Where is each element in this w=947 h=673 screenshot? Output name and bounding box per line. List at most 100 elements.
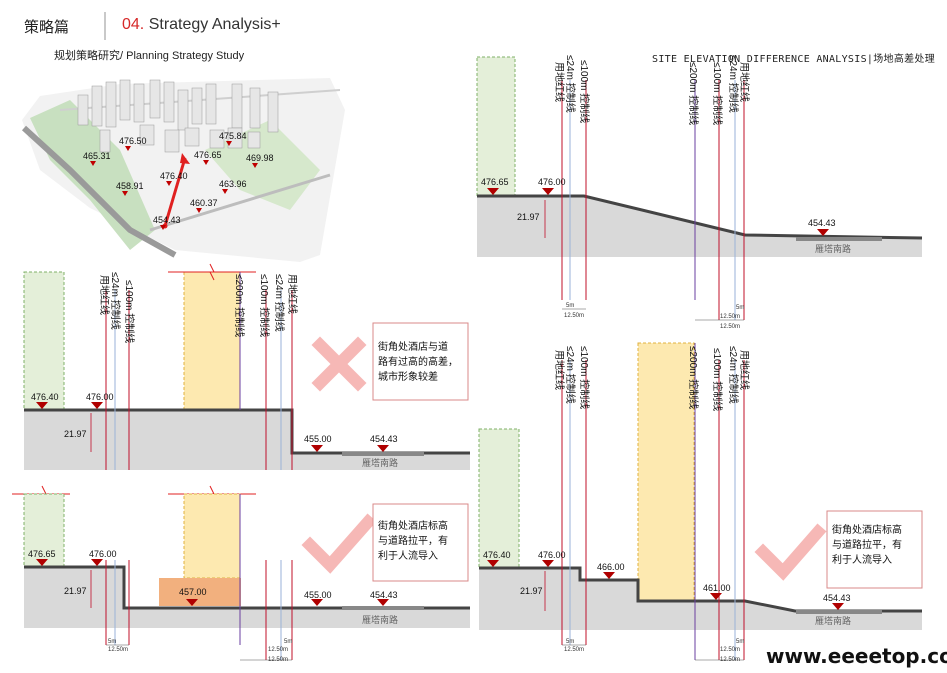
- elev-476-00: 476.00: [86, 392, 114, 402]
- elev-476-00: 476.00: [538, 550, 566, 560]
- elev-454-43: 454.43: [370, 434, 398, 444]
- hotel-podium: [159, 578, 241, 606]
- label-red-line: 用地红线: [553, 62, 566, 102]
- dim-12-5m-right-2: 12.50m: [720, 657, 740, 663]
- site-map: 476.50 465.31 475.84 476.65 469.98 476.4…: [21, 78, 345, 262]
- map-elev-454-43: 454.43: [153, 215, 181, 225]
- ground-profile: [479, 566, 922, 613]
- note-line-3: 城市形象较差: [378, 370, 438, 383]
- hotel-building: [637, 342, 695, 602]
- dim-5m-right: 5m: [736, 305, 744, 311]
- label-100m: ≤100m 控制线: [123, 280, 136, 343]
- map-elev-460-37: 460.37: [190, 198, 218, 208]
- map-elev-463-96: 463.96: [219, 179, 247, 189]
- elev-454-43: 454.43: [823, 593, 851, 603]
- section-top-right: 雁塔南路 用地红线 ≤24m 控制线 ≤100m 控制线 ≤200m 控制线 ≤…: [476, 55, 923, 330]
- map-elev-458-91: 458.91: [116, 181, 144, 191]
- label-200m: ≤200m 控制线: [687, 62, 700, 125]
- height-diff: 21.97: [64, 586, 87, 596]
- road-surface: [796, 237, 882, 241]
- road-label: 雁塔南路: [362, 457, 398, 468]
- title-text: Strategy Analysis+: [144, 16, 281, 33]
- dim-5m-right: 5m: [736, 639, 744, 645]
- ground-mass: [479, 568, 922, 630]
- elev-454-43: 454.43: [808, 218, 836, 228]
- map-elev-476-50: 476.50: [119, 136, 147, 146]
- section-line: [163, 157, 187, 227]
- dim-12-5m-right-2: 12.50m: [268, 657, 288, 663]
- height-diff: 21.97: [520, 586, 543, 596]
- label-100m-right: ≤100m 控制线: [711, 348, 724, 411]
- ground-profile: [24, 565, 470, 610]
- dim-12-5m-right: 12.50m: [720, 314, 740, 320]
- note-box: [372, 322, 469, 401]
- ground-mass: [477, 196, 922, 257]
- section-middle-left: 雁塔南路 用地红线 ≤24m 控制线 ≤100m 控制线 ≤200m 控制线 ≤…: [23, 263, 470, 470]
- map-elev-469-98: 469.98: [246, 153, 274, 163]
- note-line-1: 街角处酒店标高: [832, 523, 902, 536]
- right-section-title: SITE ELEVATION DIFFERENCE ANALYSIS|场地高差处…: [652, 54, 936, 65]
- dim-5m: 5m: [108, 639, 116, 645]
- elev-476-00: 476.00: [89, 549, 117, 559]
- elev-476-40: 476.40: [483, 550, 511, 560]
- label-24m-right: ≤24m 控制线: [273, 274, 286, 332]
- note-line-1: 街角处酒店与道: [378, 340, 448, 353]
- building-tower: [478, 428, 520, 569]
- page-subtitle: 规划策略研究/ Planning Strategy Study: [54, 50, 245, 62]
- dim-12-5m: 12.50m: [564, 647, 584, 653]
- ground-profile: [477, 194, 923, 240]
- label-red-line: 用地红线: [553, 350, 566, 390]
- page-title: 04. Strategy Analysis+: [122, 16, 281, 34]
- label-red-line: 用地红线: [98, 275, 111, 315]
- section-bottom-left: 雁塔南路 476.65 476.00 457.00 455.00 454.43 …: [12, 485, 470, 663]
- ground-mass: [24, 567, 470, 628]
- dim-12-5m: 12.50m: [108, 647, 128, 653]
- elev-454-43: 454.43: [370, 590, 398, 600]
- hotel-building: [183, 271, 241, 411]
- label-100m-right: ≤100m 控制线: [711, 62, 724, 125]
- dim-12-5m-right: 12.50m: [268, 647, 288, 653]
- label-24m: ≤24m 控制线: [564, 55, 577, 113]
- label-100m-right: ≤100m 控制线: [258, 274, 271, 337]
- building-tower: [23, 271, 65, 411]
- note-line-3: 利于人流导入: [378, 549, 438, 562]
- map-elev-476-65: 476.65: [194, 150, 222, 160]
- label-red-line-right: 用地红线: [738, 350, 751, 390]
- note-line-2: 路有过高的高差，: [378, 355, 458, 368]
- label-24m-right: ≤24m 控制线: [727, 346, 740, 404]
- map-elev-476-40: 476.40: [160, 171, 188, 181]
- section-arrow: [180, 153, 190, 164]
- check-icon: [301, 513, 377, 574]
- elev-457-00: 457.00: [179, 587, 207, 597]
- note-line-1: 街角处酒店标高: [378, 519, 448, 532]
- header-divider: [104, 12, 106, 40]
- map-elev-465-31: 465.31: [83, 151, 111, 161]
- dim-12-5m-right-2: 12.50m: [720, 324, 740, 330]
- dim-12-5m-right: 12.50m: [720, 647, 740, 653]
- elev-466-00: 466.00: [597, 562, 625, 572]
- cross-icon: [311, 336, 367, 392]
- note-line-2: 与道路拉平，有: [832, 538, 902, 551]
- check-icon: [754, 523, 827, 581]
- elev-476-65: 476.65: [28, 549, 56, 559]
- map-buildings: [77, 79, 279, 153]
- break-symbol: [209, 263, 215, 281]
- road-diagonal: [21, 125, 177, 258]
- elev-476-00: 476.00: [538, 177, 566, 187]
- note-line-2: 与道路拉平，有: [378, 534, 448, 547]
- watermark: www.eeeetop.com: [766, 644, 947, 668]
- elev-461-00: 461.00: [703, 583, 731, 593]
- green-belt: [30, 100, 155, 250]
- road-secondary: [149, 173, 331, 232]
- road-surface: [342, 452, 424, 456]
- section-bottom-right: 雁塔南路 用地红线 ≤24m 控制线 ≤100m 控制线 ≤200m 控制线 ≤…: [478, 342, 923, 663]
- label-24m-right: ≤24m 控制线: [727, 55, 740, 113]
- elev-455-00: 455.00: [304, 590, 332, 600]
- road-label: 雁塔南路: [362, 614, 398, 625]
- road-surface: [342, 606, 424, 610]
- road-surface: [796, 610, 882, 614]
- height-diff: 21.97: [517, 212, 540, 222]
- label-24m: ≤24m 控制线: [109, 272, 122, 330]
- title-number: 04.: [122, 16, 145, 33]
